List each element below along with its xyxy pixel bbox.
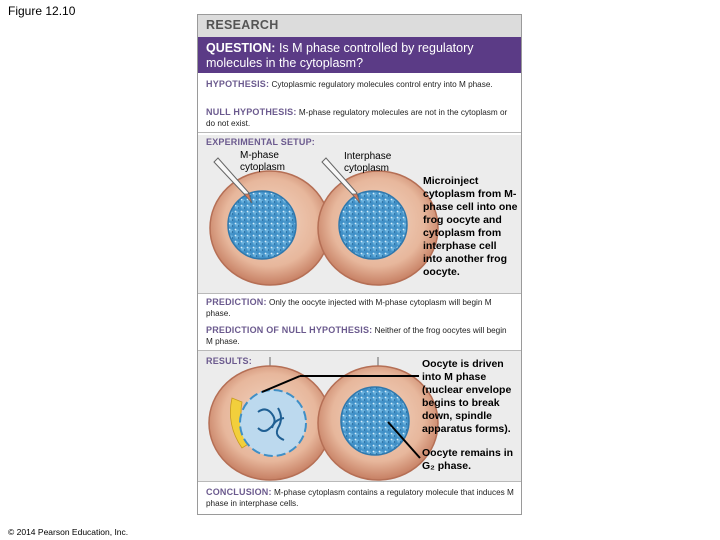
label-interphase-cytoplasm: Interphase cytoplasm xyxy=(344,151,404,175)
conclusion-key: CONCLUSION: xyxy=(206,487,272,497)
result-g2-description: Oocyte remains in G₂ phase. xyxy=(422,447,514,472)
null-hypothesis-key: NULL HYPOTHESIS: xyxy=(206,107,297,117)
hypothesis-band xyxy=(198,73,521,135)
result-cell-m-phase xyxy=(208,365,332,481)
null-prediction: PREDICTION OF NULL HYPOTHESIS: Neither o… xyxy=(206,325,514,347)
result-m-phase-description: Oocyte is driven into M phase (nuclear e… xyxy=(422,358,512,435)
null-prediction-text: Neither of the frog oocytes will begin M… xyxy=(206,326,507,346)
null-hypothesis-text: M-phase regulatory molecules are not in … xyxy=(206,108,508,128)
figure-label: Figure 12.10 xyxy=(8,4,76,18)
label-interphase-text: Interphase cytoplasm xyxy=(344,151,392,174)
conclusion-text: M-phase cytoplasm contains a regulatory … xyxy=(206,488,514,508)
micropipette-right xyxy=(321,157,361,204)
prediction-text: Only the oocyte injected with M-phase cy… xyxy=(206,298,492,318)
research-title: RESEARCH xyxy=(206,18,279,32)
results-heading: RESULTS: xyxy=(206,356,514,367)
setup-key: EXPERIMENTAL SETUP: xyxy=(206,137,315,147)
conclusion: CONCLUSION: M-phase cytoplasm contains a… xyxy=(206,487,514,509)
leader-line-m-phase xyxy=(261,375,419,393)
micropipette-left xyxy=(213,157,253,204)
setup-cell-interphase xyxy=(317,170,439,286)
result-cell-interphase xyxy=(317,365,439,481)
label-m-phase-text: M-phase cytoplasm xyxy=(240,150,286,173)
null-hypothesis: NULL HYPOTHESIS: M-phase regulatory mole… xyxy=(206,107,514,129)
divider xyxy=(198,293,521,294)
divider xyxy=(198,350,521,351)
conclusion-band xyxy=(198,482,521,514)
prediction: PREDICTION: Only the oocyte injected wit… xyxy=(206,297,514,319)
research-header: RESEARCH xyxy=(198,15,521,37)
prediction-band xyxy=(198,294,521,350)
copyright: © 2014 Pearson Education, Inc. xyxy=(8,527,129,537)
leader-line-g2 xyxy=(387,421,421,459)
question-text-block: QUESTION: Is M phase controlled by regul… xyxy=(206,41,516,71)
hypothesis: HYPOTHESIS: Cytoplasmic regulatory molec… xyxy=(206,79,514,90)
setup-cell-m-phase xyxy=(209,170,331,286)
null-prediction-key: PREDICTION OF NULL HYPOTHESIS: xyxy=(206,325,373,335)
hypothesis-text: Cytoplasmic regulatory molecules control… xyxy=(271,80,493,89)
prediction-key: PREDICTION: xyxy=(206,297,267,307)
question-text: Is M phase controlled by regulatory mole… xyxy=(206,41,474,70)
hypothesis-key: HYPOTHESIS: xyxy=(206,79,270,89)
results-key: RESULTS: xyxy=(206,356,252,366)
setup-description: Microinject cytoplasm from M-phase cell … xyxy=(423,175,518,278)
divider xyxy=(198,481,521,482)
divider xyxy=(198,132,521,133)
label-m-phase-cytoplasm: M-phase cytoplasm xyxy=(240,150,300,174)
setup-heading: EXPERIMENTAL SETUP: xyxy=(206,137,514,148)
question-key: QUESTION: xyxy=(206,41,276,55)
